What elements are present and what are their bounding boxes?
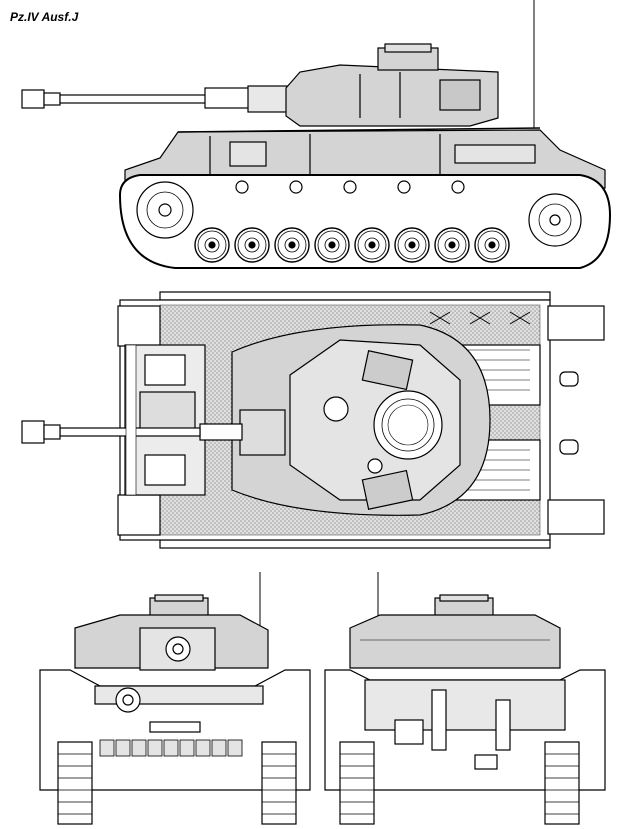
hull-side	[124, 129, 606, 189]
main-gun-barrel	[21, 85, 289, 113]
drive-sprocket	[136, 181, 194, 239]
turret-side	[285, 43, 499, 127]
rear-view	[324, 572, 606, 825]
drawing-title: Pz.IV Ausf.J	[10, 10, 79, 24]
return-rollers	[235, 180, 465, 194]
top-view	[21, 291, 605, 549]
idler-wheel	[528, 193, 582, 247]
front-view	[39, 572, 311, 825]
side-view	[21, 0, 612, 269]
